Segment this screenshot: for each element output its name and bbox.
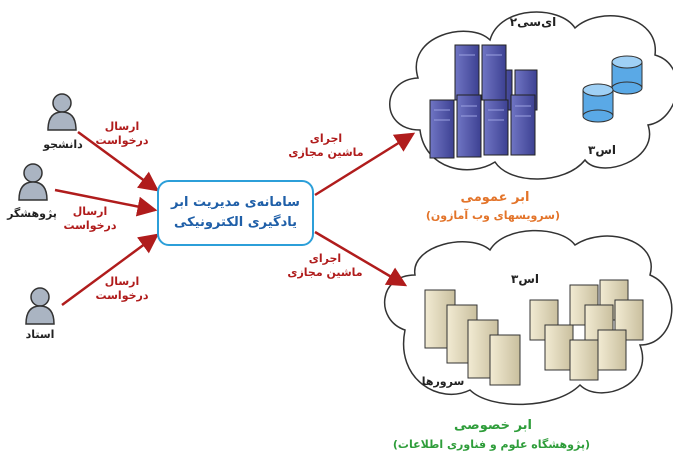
arrows [54,130,416,307]
private-servers-icon [424,289,521,386]
servers-label: سرورها [421,375,465,388]
center-line-2: یادگیری الکترونیکی [173,215,298,230]
actor-label-student: دانشجو [43,138,83,151]
ec2-label: ای‌سی۲ [509,15,557,29]
center-line-1: سامانه‌ی مدیریت ابر [171,195,300,210]
private-cloud-title: ابر خصوصی [454,418,532,433]
ec2-servers-icon [429,44,538,159]
public-s3-database-icon [582,55,643,123]
person-icon [18,163,48,201]
person-icon [47,93,77,131]
private-s3-servers-icon [529,279,644,381]
public-s3-label: اس۳ [588,143,616,157]
person-icon [25,287,55,325]
cloud-management-system-box: سامانه‌ی مدیریت ابر یادگیری الکترونیکی [157,180,314,246]
public-cloud-subtitle: (سرویسهای وب آمازون) [425,209,560,222]
private-s3-label: اس۳ [511,272,539,286]
actor-label-professor: استاد [25,328,55,341]
actor-label-researcher: پژوهشگر [7,207,57,220]
private-cloud-subtitle: (پژوهشگاه علوم و فناوری اطلاعات) [392,438,590,451]
public-cloud-title: ابر عمومی [460,190,530,205]
